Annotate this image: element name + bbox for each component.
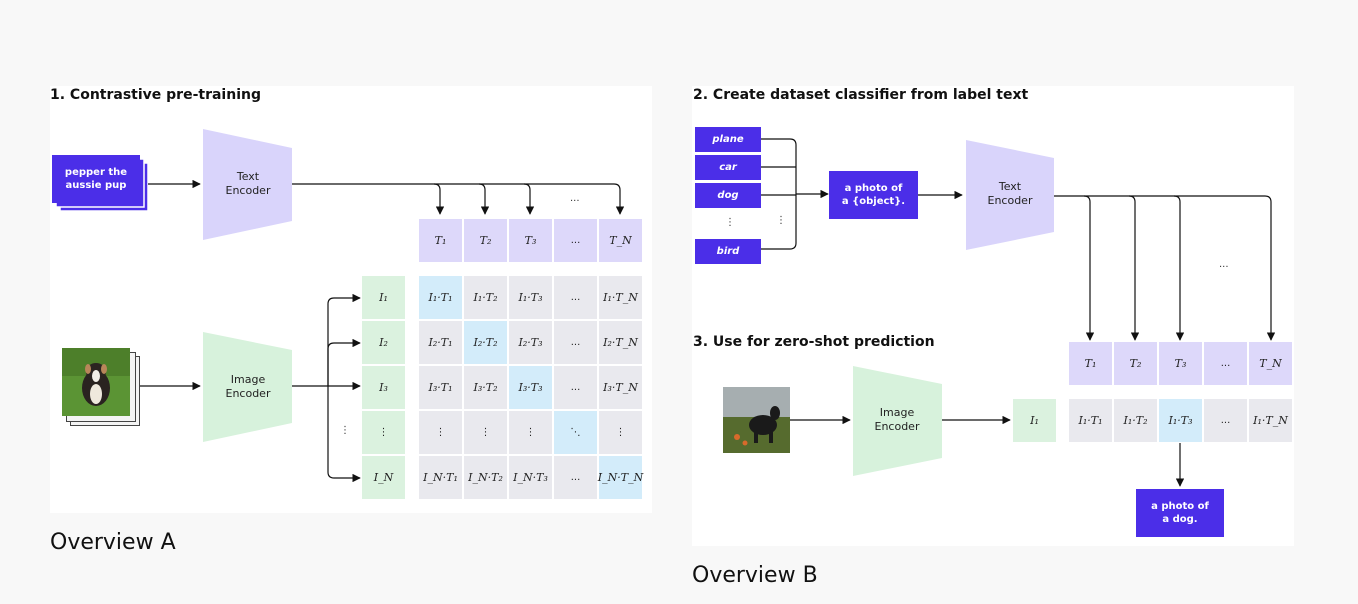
b-text-embedding-2: T₂ <box>1114 342 1157 385</box>
contrastive-pretraining-title: 1. Contrastive pre-training <box>50 87 261 103</box>
b-image-encoder-label: Image Encoder <box>874 406 920 434</box>
text-encoder-shape <box>203 129 292 240</box>
text-branch-dots: ... <box>570 193 580 204</box>
similarity-cell-r1-c4: ... <box>554 276 597 319</box>
b-image-embedding: I₁ <box>1013 399 1056 442</box>
score-cell-2: I₁·T₂ <box>1114 399 1157 442</box>
overview-a-caption: Overview A <box>50 530 176 555</box>
dog-photo-drawing <box>62 348 130 416</box>
text-input-label: pepper the aussie pup <box>64 166 128 192</box>
score-cell-1: I₁·T₁ <box>1069 399 1112 442</box>
similarity-cell-r2-c2: I₂·T₂ <box>464 321 507 364</box>
image-embedding-2: I₂ <box>362 321 405 364</box>
prompt-template-text: a photo of a {object}. <box>841 182 906 208</box>
similarity-cell-r3-c2: I₃·T₂ <box>464 366 507 409</box>
dataset-classifier-title: 2. Create dataset classifier from label … <box>693 87 1029 103</box>
similarity-cell-r1-c2: I₁·T₂ <box>464 276 507 319</box>
similarity-cell-r3-c5: I₃·T_N <box>599 366 642 409</box>
similarity-cell-r5-c5: I_N·T_N <box>598 456 643 499</box>
similarity-cell-r3-c4: ... <box>554 366 597 409</box>
text-branch-dots-b: ... <box>1219 259 1229 270</box>
similarity-cell-r5-c4: ... <box>554 456 597 499</box>
query-dog-photo <box>723 387 790 453</box>
b-text-embedding-4: ... <box>1204 342 1247 385</box>
text-embedding-5: T_N <box>599 219 642 262</box>
b-text-embedding-1: T₁ <box>1069 342 1112 385</box>
text-embedding-2: T₂ <box>464 219 507 262</box>
image-branch-dots: ⋮ <box>340 425 350 436</box>
similarity-cell-r1-c3: I₁·T₃ <box>509 276 552 319</box>
b-text-encoder-shape <box>966 140 1054 250</box>
text-input-card: pepper the aussie pup <box>52 155 140 203</box>
text-embedding-1: T₁ <box>419 219 462 262</box>
b-text-encoder-label: Text Encoder <box>987 180 1033 208</box>
score-cell-5: I₁·T_N <box>1249 399 1292 442</box>
prediction-box: a photo of a dog. <box>1136 489 1224 537</box>
similarity-cell-r4-c3: ⋮ <box>509 411 552 454</box>
similarity-cell-r5-c1: I_N·T₁ <box>419 456 462 499</box>
similarity-cell-r1-c5: I₁·T_N <box>599 276 642 319</box>
text-embedding-3: T₃ <box>509 219 552 262</box>
class-label-3: dog <box>695 183 761 208</box>
score-cell-3: I₁·T₃ <box>1159 399 1202 442</box>
b-text-embedding-5: T_N <box>1249 342 1292 385</box>
image-embedding-3: I₃ <box>362 366 405 409</box>
similarity-cell-r2-c5: I₂·T_N <box>599 321 642 364</box>
image-embedding-4: ⋮ <box>362 411 405 454</box>
dog-photo <box>62 348 130 416</box>
class-label-5: bird <box>695 239 761 264</box>
similarity-cell-r2-c1: I₂·T₁ <box>419 321 462 364</box>
prompt-template-box: a photo of a {object}. <box>829 171 918 219</box>
text-embedding-4: ... <box>554 219 597 262</box>
query-photo-drawing <box>723 387 790 453</box>
similarity-cell-r1-c1: I₁·T₁ <box>419 276 462 319</box>
similarity-cell-r2-c3: I₂·T₃ <box>509 321 552 364</box>
zero-shot-title: 3. Use for zero-shot prediction <box>693 334 935 350</box>
similarity-cell-r5-c2: I_N·T₂ <box>464 456 507 499</box>
similarity-cell-r4-c1: ⋮ <box>419 411 462 454</box>
b-text-embedding-3: T₃ <box>1159 342 1202 385</box>
class-label-2: car <box>695 155 761 180</box>
image-embedding-5: I_N <box>362 456 405 499</box>
image-embedding-1: I₁ <box>362 276 405 319</box>
class-label-1: plane <box>695 127 761 152</box>
class-label-4: ⋮ <box>725 217 735 228</box>
similarity-cell-r3-c3: I₃·T₃ <box>509 366 552 409</box>
similarity-cell-r5-c3: I_N·T₃ <box>509 456 552 499</box>
similarity-cell-r4-c2: ⋮ <box>464 411 507 454</box>
image-encoder-label: Image Encoder <box>225 373 271 401</box>
prediction-text: a photo of a dog. <box>1151 500 1209 526</box>
similarity-cell-r3-c1: I₃·T₁ <box>419 366 462 409</box>
similarity-cell-r2-c4: ... <box>554 321 597 364</box>
text-encoder-label: Text Encoder <box>225 170 271 198</box>
b-image-encoder-shape <box>853 366 942 476</box>
score-cell-4: ... <box>1204 399 1247 442</box>
overview-b-caption: Overview B <box>692 563 818 588</box>
similarity-cell-r4-c5: ⋮ <box>599 411 642 454</box>
similarity-cell-r4-c4: ⋱ <box>554 411 597 454</box>
image-encoder-shape <box>203 332 292 442</box>
label-side-dots: ⋮ <box>776 215 786 226</box>
